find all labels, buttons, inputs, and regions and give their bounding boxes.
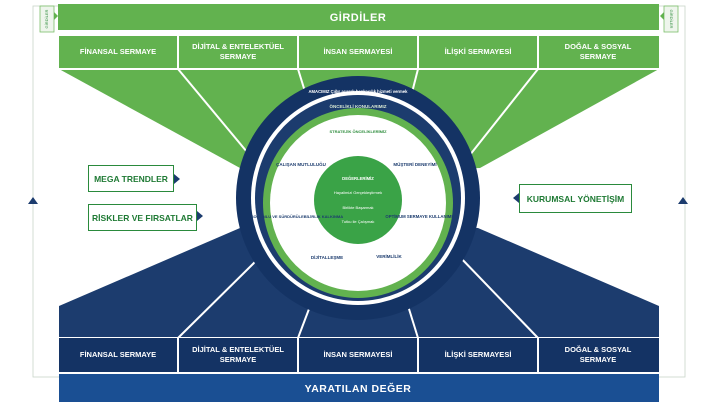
bottom-capital-digital-line1: DİJİTAL & ENTELEKTÜEL bbox=[192, 345, 284, 354]
value-3: Tutku ile Çalışmak bbox=[342, 219, 375, 224]
risks-arrow bbox=[197, 211, 203, 221]
right-up-arrow bbox=[678, 197, 688, 204]
governance-arrow bbox=[513, 193, 519, 203]
values-core bbox=[314, 156, 402, 244]
values-title: DEĞERLERİMİZ bbox=[342, 176, 374, 181]
topic-employee: ÇALIŞAN MUTLULUĞU bbox=[276, 160, 326, 167]
bottom-capital-financial: FİNANSAL SERMAYE bbox=[80, 350, 156, 359]
top-capital-human: İNSAN SERMAYESİ bbox=[324, 47, 393, 56]
bottom-capital-natural-line1: DOĞAL & SOSYAL bbox=[565, 345, 632, 354]
top-capital-financial: FİNANSAL SERMAYE bbox=[80, 47, 156, 56]
top-capital-natural-line2: SERMAYE bbox=[580, 52, 616, 61]
topic-sustainability: SORUMLU VE SÜRDÜRÜLEBİLİRLİK KALKINMA bbox=[251, 214, 343, 219]
right-side-tag-label: GİRDİLER bbox=[669, 10, 674, 29]
mega-trends-label: MEGA TRENDLER bbox=[94, 173, 168, 184]
value-1: Hayalimizi Gerçekleştirmek bbox=[334, 190, 382, 195]
bottom-capital-human: İNSAN SERMAYESİ bbox=[324, 350, 393, 359]
priorities-title: ÖNCELİKLİ KONULARIMIZ bbox=[330, 103, 387, 109]
risks-opportunities-box: RİSKLER VE FIRSATLAR bbox=[88, 204, 197, 231]
bottom-capital-natural-line2: SERMAYE bbox=[580, 355, 616, 364]
left-side-tag-label: GİRDİLER bbox=[44, 9, 49, 28]
purpose-text: AMACIMIZ Çığır açarak bankacılık hizmeti… bbox=[309, 89, 409, 94]
top-capital-digital-line2: SERMAYE bbox=[220, 52, 256, 61]
left-up-arrow bbox=[28, 197, 38, 204]
corporate-governance-label: KURUMSAL YÖNETİŞİM bbox=[526, 193, 625, 204]
inputs-header-title: GİRDİLER bbox=[330, 11, 387, 24]
corporate-governance-box: KURUMSAL YÖNETİŞİM bbox=[519, 184, 632, 213]
bottom-capitals-bar bbox=[59, 338, 659, 372]
top-capital-natural-line1: DOĞAL & SOSYAL bbox=[565, 42, 632, 51]
top-capitals: FİNANSAL SERMAYE DİJİTAL & ENTELEKTÜEL S… bbox=[80, 42, 632, 61]
topic-customer: MÜŞTERİ DENEYİMİ bbox=[393, 161, 436, 167]
value-created-title: YARATILAN DEĞER bbox=[305, 382, 412, 395]
topic-digital: DİJİTALLEŞME bbox=[311, 254, 343, 260]
bottom-capitals: FİNANSAL SERMAYE DİJİTAL & ENTELEKTÜEL S… bbox=[80, 345, 632, 364]
inputs-header-bar bbox=[58, 4, 659, 30]
top-capital-digital-line1: DİJİTAL & ENTELEKTÜEL bbox=[192, 42, 284, 51]
topic-capital: OPTİMUM SERMAYE KULLANIMI bbox=[385, 214, 452, 219]
strategic-priorities-title: STRATEJİK ÖNCELİKLERİMİZ bbox=[329, 129, 387, 134]
risks-opportunities-label: RİSKLER VE FIRSATLAR bbox=[92, 212, 193, 223]
value-created-footer-bar bbox=[59, 374, 659, 402]
left-tag-arrow bbox=[54, 12, 58, 20]
topic-productivity: VERİMLİLİK bbox=[376, 253, 402, 259]
top-capital-relationship: İLİŞKİ SERMAYESİ bbox=[445, 47, 512, 56]
bottom-capital-relationship: İLİŞKİ SERMAYESİ bbox=[445, 350, 512, 359]
value-2: Birlikte Başarmak bbox=[342, 205, 373, 210]
right-tag-arrow bbox=[660, 12, 664, 20]
bottom-capital-digital-line2: SERMAYE bbox=[220, 355, 256, 364]
mega-trends-box: MEGA TRENDLER bbox=[88, 165, 174, 192]
mega-trends-arrow bbox=[174, 174, 180, 184]
